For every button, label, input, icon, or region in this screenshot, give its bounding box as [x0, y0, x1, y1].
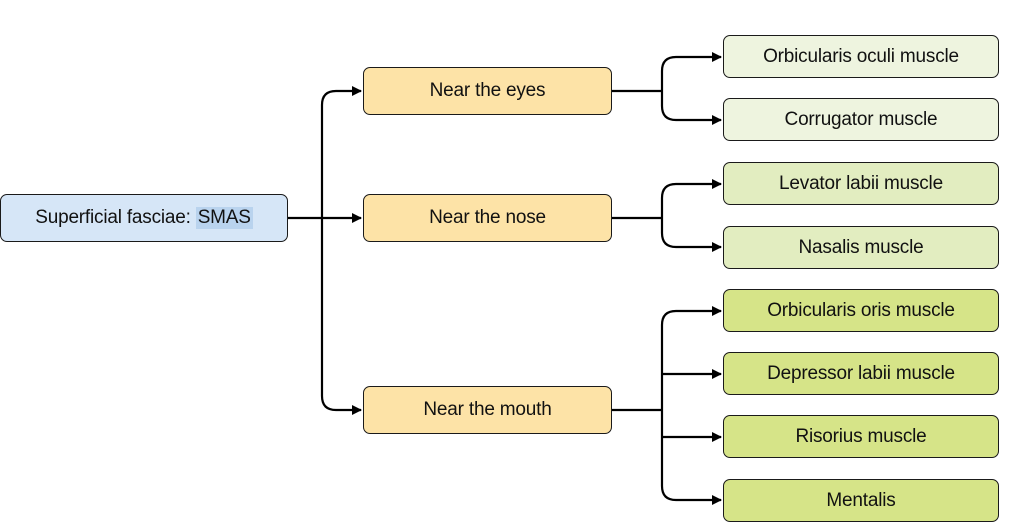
leaf-label: Orbicularis oculi muscle: [763, 45, 959, 67]
leaf-label: Depressor labii muscle: [767, 362, 955, 384]
connector-root-to-mouth: [320, 218, 362, 415]
group-label: Near the eyes: [429, 80, 546, 101]
leaf-label: Orbicularis oris muscle: [767, 299, 955, 321]
leaf-label: Risorius muscle: [795, 425, 927, 447]
root-label: Superficial fasciae:: [35, 207, 191, 228]
leaf-node-mentalis: Mentalis: [723, 479, 999, 522]
connector-nose-to-nasalis: [660, 218, 722, 252]
leaf-node-corrugator: Corrugator muscle: [723, 98, 999, 141]
group-label: Near the mouth: [423, 399, 552, 420]
connector-eyes-to-orbicularis-oculi: [660, 52, 722, 91]
group-node-nose: Near the nose: [363, 194, 612, 242]
leaf-label: Corrugator muscle: [784, 108, 938, 130]
leaf-label: Levator labii muscle: [779, 172, 943, 194]
leaf-node-orbicularis-oris: Orbicularis oris muscle: [723, 289, 999, 332]
group-node-mouth: Near the mouth: [363, 386, 612, 434]
connector-eyes-to-corrugator: [660, 91, 722, 125]
leaf-node-levator-labii: Levator labii muscle: [723, 162, 999, 205]
leaf-node-nasalis: Nasalis muscle: [723, 226, 999, 269]
root-node-superficial-fasciae: Superficial fasciae: SMAS: [0, 194, 288, 242]
leaf-label: Mentalis: [826, 489, 896, 511]
group-label: Near the nose: [429, 207, 546, 228]
leaf-node-depressor-labii: Depressor labii muscle: [723, 352, 999, 395]
connector-root-to-eyes: [320, 86, 362, 218]
group-node-eyes: Near the eyes: [363, 67, 612, 115]
connector-nose-to-levator-labii: [660, 179, 722, 218]
leaf-node-risorius: Risorius muscle: [723, 415, 999, 458]
connector-mouth-to-orbicularis-oris: [660, 306, 722, 410]
connector-mouth-to-mentalis: [660, 410, 722, 505]
leaf-node-orbicularis-oculi: Orbicularis oculi muscle: [723, 35, 999, 78]
leaf-label: Nasalis muscle: [798, 236, 924, 258]
root-label-highlight: SMAS: [195, 207, 253, 229]
